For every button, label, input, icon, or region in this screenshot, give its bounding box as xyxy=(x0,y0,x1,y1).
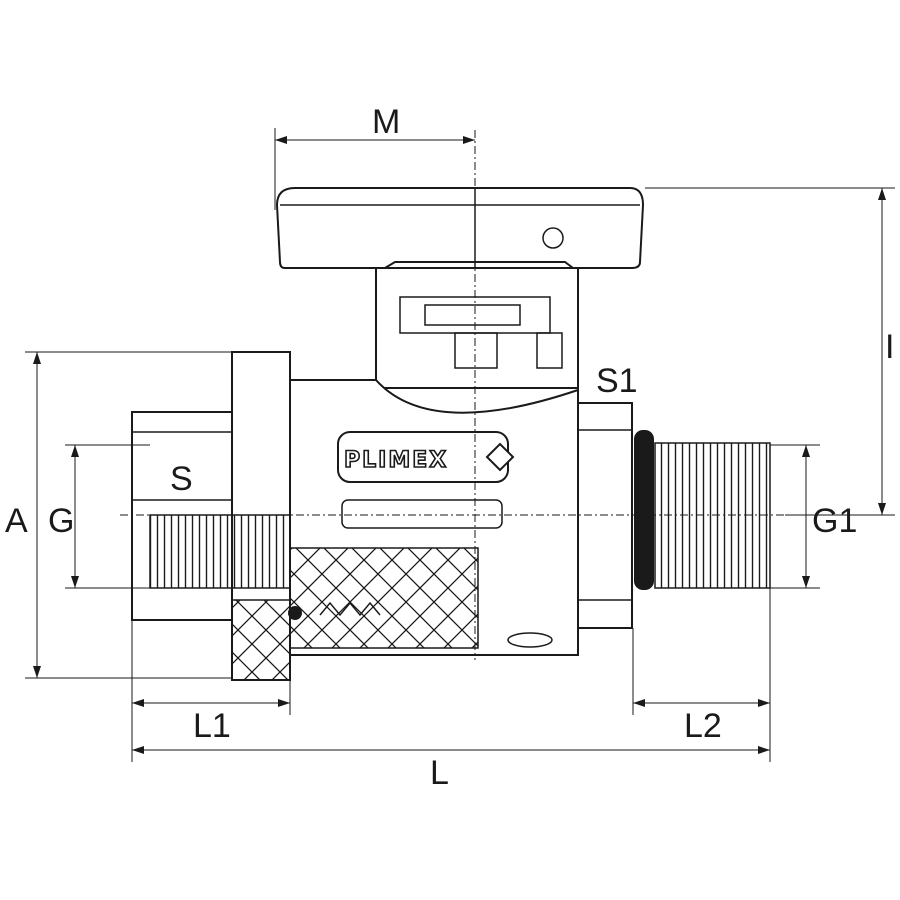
dim-label-a: A xyxy=(5,502,28,540)
dim-label-i: I xyxy=(885,328,894,366)
stem xyxy=(375,267,579,389)
handle xyxy=(275,187,645,269)
dim-label-g: G xyxy=(48,502,74,540)
dim-label-g1: G1 xyxy=(812,502,857,540)
dimension-lines xyxy=(25,128,895,762)
o-ring xyxy=(634,430,654,590)
handle-hole-icon xyxy=(542,227,564,249)
dim-label-l2: L2 xyxy=(684,707,722,745)
dim-label-l1: L1 xyxy=(193,707,231,745)
valve-body: PLIMEX xyxy=(289,379,579,656)
dim-label-l: L xyxy=(430,754,449,792)
dim-label-s: S xyxy=(170,460,193,498)
diamond-logo-icon xyxy=(485,442,515,472)
dim-label-m: M xyxy=(372,103,400,141)
brand-logo: PLIMEX xyxy=(344,448,448,473)
left-union-nut xyxy=(131,351,302,681)
dim-label-s1: S1 xyxy=(596,362,638,400)
